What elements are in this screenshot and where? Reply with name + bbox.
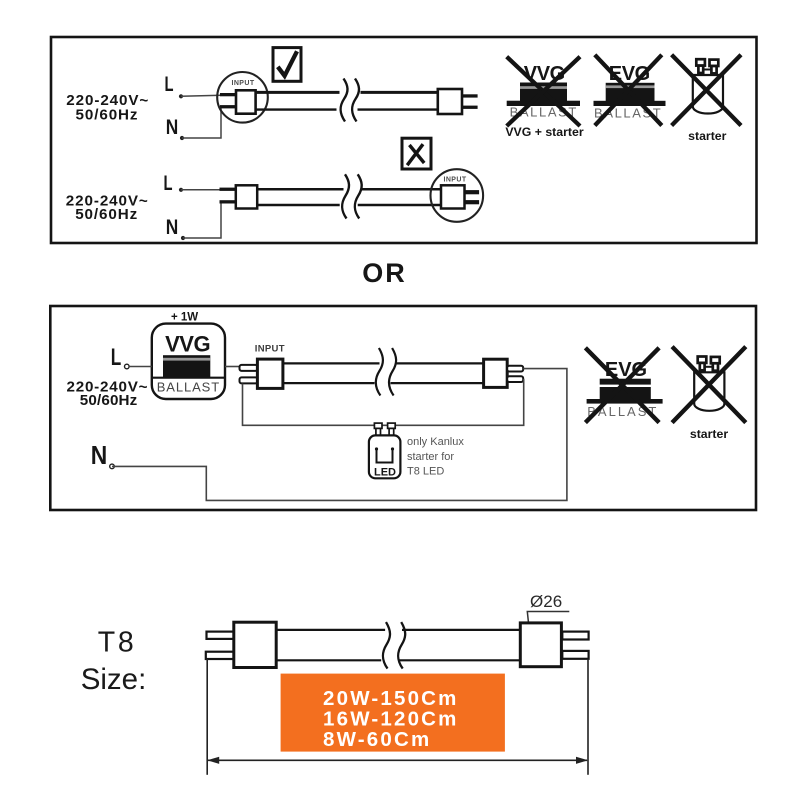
svg-text:BALLAST: BALLAST [157,380,220,395]
svg-text:L: L [164,172,173,195]
svg-text:T8 LED: T8 LED [407,466,444,478]
svg-text:LED: LED [374,467,396,479]
svg-text:220-240V~: 220-240V~ [66,92,148,109]
svg-text:N: N [166,116,179,139]
svg-text:N: N [91,440,108,470]
svg-text:8W-60Cm: 8W-60Cm [323,728,431,751]
svg-text:BALLAST: BALLAST [587,404,658,419]
svg-text:L: L [111,344,122,371]
svg-text:50/60Hz: 50/60Hz [75,206,137,223]
svg-text:VVG + starter: VVG + starter [505,125,583,139]
svg-text:N: N [166,216,179,239]
svg-text:INPUT: INPUT [255,343,285,354]
svg-text:20W-150Cm: 20W-150Cm [323,687,459,710]
svg-text:VVG: VVG [165,332,210,357]
svg-text:EVG: EVG [605,359,647,381]
svg-text:starter: starter [688,129,726,143]
svg-text:OR: OR [362,258,407,288]
svg-text:starter: starter [690,427,728,441]
svg-text:50/60Hz: 50/60Hz [76,106,138,123]
svg-text:INPUT: INPUT [232,80,255,87]
svg-text:Ø26: Ø26 [530,592,562,611]
svg-text:+ 1W: + 1W [171,311,198,323]
svg-text:INPUT: INPUT [444,177,467,184]
svg-text:starter for: starter for [407,451,454,463]
svg-text:L: L [165,73,174,96]
svg-text:220-240V~: 220-240V~ [67,378,148,395]
svg-text:Size:: Size: [81,663,147,696]
svg-text:16W-120Cm: 16W-120Cm [323,708,459,731]
svg-text:only Kanlux: only Kanlux [407,436,464,448]
svg-text:50/60Hz: 50/60Hz [80,392,138,409]
svg-text:220-240V~: 220-240V~ [66,193,148,210]
